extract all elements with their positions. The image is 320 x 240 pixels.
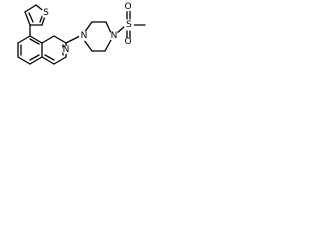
piperazine-nitrogen-2-label: N — [111, 31, 118, 41]
piperazine-nitrogen-2-atom: N — [109, 31, 119, 41]
quinoline-piperazine-bond — [65, 35, 81, 44]
piperazine-ring — [83, 21, 112, 52]
sulfonyl-sulfur-label: S — [126, 20, 132, 30]
quinoline-nitrogen-label: N — [63, 45, 70, 55]
quinoline-nitrogen-atom: N — [62, 45, 70, 55]
sulfonyl-group — [126, 10, 146, 39]
sulfonyl-oxygen-top-atom: O — [123, 2, 133, 12]
piperazine-sulfonyl-bond — [116, 26, 125, 34]
quinoline-benzo-ring — [17, 35, 43, 65]
thiophene-sulfur-label: S — [43, 8, 49, 18]
sulfonyl-oxygen-bottom-atom: O — [123, 37, 133, 47]
thiophene-sulfur-atom: S — [41, 8, 51, 18]
chemical-structure: S N N N S O O — [17, 2, 146, 65]
piperazine-nitrogen-1-atom: N — [79, 31, 89, 41]
piperazine-nitrogen-1-label: N — [81, 31, 88, 41]
sulfonyl-sulfur-atom: S — [124, 20, 134, 30]
sulfonyl-oxygen-bottom-label: O — [124, 37, 131, 47]
sulfonyl-oxygen-top-label: O — [124, 2, 131, 12]
